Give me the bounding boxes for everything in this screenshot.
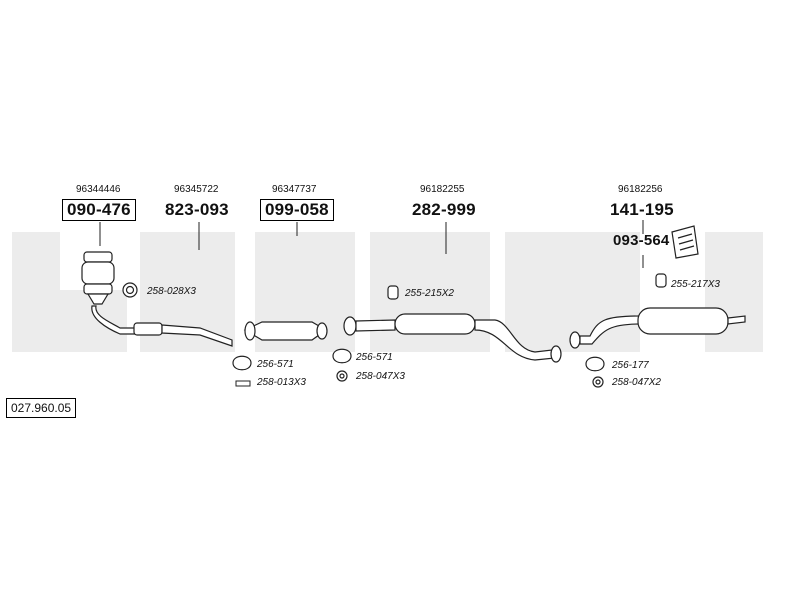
fitting-number: 256-571 — [257, 359, 294, 370]
fitting-number: 255-217X3 — [671, 279, 720, 290]
part-number: 090-476 — [62, 199, 136, 221]
rear-silencer — [569, 307, 746, 349]
oem-number: 96344446 — [76, 184, 121, 195]
part-number: 099-058 — [260, 199, 334, 221]
bolt-icon — [235, 380, 251, 387]
diagram-code: 027.960.05 — [6, 398, 77, 418]
part-number: 141-195 — [610, 200, 674, 219]
fitting-number: 256-177 — [612, 360, 649, 371]
fitting-number: 255-215X2 — [405, 288, 454, 299]
fitting-number: 258-047X2 — [612, 377, 661, 388]
gasket-ring-icon — [122, 282, 138, 298]
fitting-number: 258-013X3 — [257, 377, 306, 388]
fitting-number: 258-047X3 — [356, 371, 405, 382]
watermark-block — [12, 290, 127, 352]
oem-number: 96182255 — [420, 184, 465, 195]
fitting-number: 256-571 — [356, 352, 393, 363]
oem-number: 96347737 — [272, 184, 317, 195]
manifold-catalyst — [81, 251, 115, 305]
center-catalyst — [243, 321, 328, 341]
middle-silencer — [343, 313, 562, 363]
oem-number: 96345722 — [174, 184, 219, 195]
heat-shield-icon — [671, 225, 699, 259]
fitting-number: 258-028X3 — [147, 286, 196, 297]
gasket-triangle-icon — [232, 348, 605, 372]
nut-icon — [336, 370, 604, 388]
watermark-block — [505, 232, 640, 352]
part-number: 282-999 — [412, 200, 476, 219]
part-number: 093-564 — [613, 232, 670, 249]
part-number: 823-093 — [165, 200, 229, 219]
front-pipe — [91, 305, 233, 347]
hanger-icon — [387, 273, 667, 300]
oem-number: 96182256 — [618, 184, 663, 195]
